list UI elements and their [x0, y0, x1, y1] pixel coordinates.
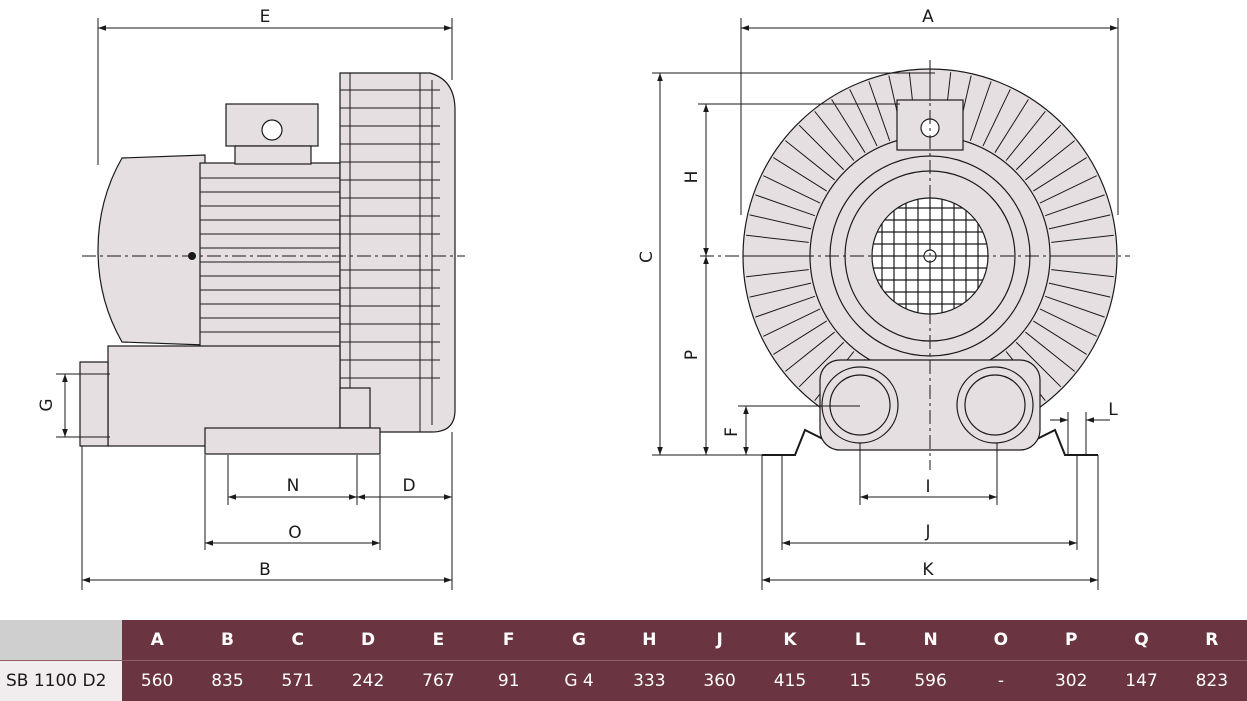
column-header: F	[502, 630, 515, 650]
base-plate	[204, 427, 381, 455]
table-row-cells: 560 835 571 242 767 91 G 4 333 360 415 15 596 - 302 14…	[122, 661, 1247, 701]
dim-label-G: G	[37, 398, 57, 411]
motor-end-cap	[97, 154, 206, 346]
column-header: K	[783, 630, 797, 650]
table-cell: 415	[773, 671, 807, 691]
motor-body	[199, 162, 341, 348]
column-header: L	[854, 630, 866, 650]
column-header: J	[716, 630, 723, 650]
blower-ribs	[340, 73, 440, 432]
dim-label-J: J	[924, 522, 930, 542]
dim-label-P: P	[682, 350, 702, 360]
dim-label-E: E	[260, 7, 271, 27]
column-header: R	[1205, 630, 1219, 650]
table-cell: G 4	[564, 671, 594, 691]
table-cell: 560	[140, 671, 174, 691]
table-cell: 835	[211, 671, 244, 691]
table-cell: 333	[633, 671, 666, 691]
technical-drawing: E B O N D G A C H P F I J K L	[37, 7, 1130, 590]
motor-fins	[200, 177, 340, 333]
column-header: H	[642, 630, 657, 650]
spec-table: A B C D E F G H J K L N O P Q R SB 1100 D2 560 835 571 242…	[0, 620, 1247, 701]
dimension-lines	[56, 18, 1119, 590]
table-cell: 596	[914, 671, 947, 691]
table-cell: 571	[281, 671, 314, 691]
dim-label-D: D	[402, 476, 415, 496]
dim-label-I: I	[925, 477, 930, 497]
column-header: P	[1064, 630, 1078, 650]
side-view	[79, 72, 456, 455]
dim-label-A: A	[922, 7, 934, 27]
dim-label-K: K	[922, 560, 934, 580]
dim-label-H: H	[682, 171, 702, 184]
table-cell: 823	[1195, 671, 1229, 691]
dim-label-N: N	[287, 476, 300, 496]
table-cell: 91	[497, 671, 520, 691]
table-cell: 15	[849, 671, 872, 691]
column-header: B	[220, 630, 234, 650]
column-header: A	[150, 630, 164, 650]
table-cell: 767	[422, 671, 455, 691]
column-header: D	[361, 630, 376, 650]
column-header: N	[923, 630, 938, 650]
table-row: SB 1100 D2 560 835 571 242 767 91 G 4 333 360 415…	[0, 660, 1247, 701]
column-header: E	[432, 630, 445, 650]
column-header: O	[993, 630, 1009, 650]
column-header: G	[572, 630, 587, 650]
table-cell: -	[997, 671, 1004, 691]
column-header: Q	[1134, 630, 1149, 650]
dim-label-B: B	[259, 560, 271, 580]
column-header: C	[291, 630, 305, 650]
table-cell: 302	[1054, 671, 1088, 691]
table-cell: 147	[1125, 671, 1158, 691]
dim-label-O: O	[288, 523, 301, 543]
model-name: SB 1100 D2	[0, 661, 122, 701]
table-cell: 242	[351, 671, 385, 691]
dim-label-F: F	[722, 427, 742, 437]
table-cell: 360	[703, 671, 736, 691]
table-corner-cell	[0, 620, 122, 660]
dimension-labels: E B O N D G A C H P F I J K L	[37, 7, 1118, 580]
dim-label-C: C	[637, 251, 657, 263]
dim-label-L: L	[1108, 400, 1118, 420]
